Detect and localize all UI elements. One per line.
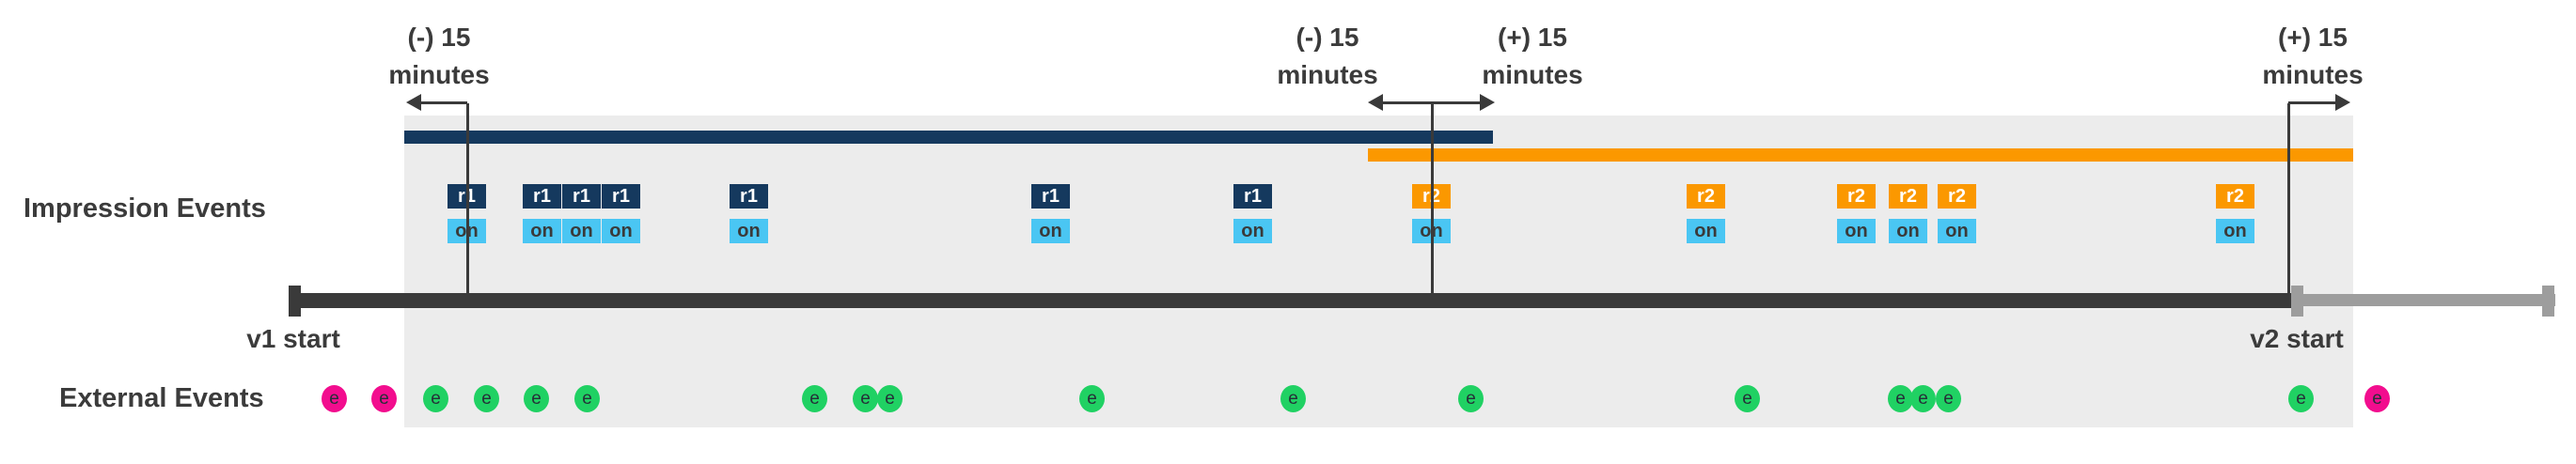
offset-arrow-line [419, 101, 467, 104]
external-event-dot-green: e [1079, 385, 1105, 412]
impression-box-r2: r2 [1889, 184, 1927, 209]
offset-unit-text: minutes [1482, 60, 1583, 89]
impression-on-box: on [730, 219, 768, 243]
impression-on-box: on [1031, 219, 1070, 243]
v2-start-label: v2 start [2250, 324, 2344, 353]
impression-box-r1: r1 [730, 184, 768, 209]
external-event-dot-green: e [853, 385, 878, 412]
impression-on-box: on [523, 219, 561, 243]
offset-unit-text: minutes [2262, 60, 2364, 89]
impression-box-r2: r2 [1687, 184, 1725, 209]
offset-sign-text: (+) 15 [2278, 23, 2348, 52]
impression-box-r1: r1 [602, 184, 640, 209]
offset-guide-line [2287, 103, 2290, 294]
v1-start-label: v1 start [246, 324, 340, 353]
offset-arrow-line [1381, 101, 1482, 104]
impression-on-box: on [1889, 219, 1927, 243]
external-event-dot-green: e [1910, 385, 1936, 412]
analysis-window-panel [404, 116, 2353, 427]
external-event-dot-green: e [1735, 385, 1760, 412]
arrowhead-left-icon [406, 94, 421, 111]
external-event-dot-green: e [1936, 385, 1961, 412]
r2-active-window-bar [1368, 148, 2353, 162]
impression-box-r1: r1 [562, 184, 601, 209]
external-event-dot-pink: e [2364, 385, 2390, 412]
offset-label-plus15-right: (+) 15 minutes [2200, 19, 2426, 94]
external-event-dot-pink: e [322, 385, 347, 412]
impression-on-box: on [1938, 219, 1976, 243]
timeline-v2-segment [2291, 294, 2555, 306]
external-event-dot-green: e [1458, 385, 1484, 412]
offset-label-plus15-mid: (+) 15 minutes [1420, 19, 1645, 94]
timeline-end-tick [2542, 286, 2554, 317]
offset-unit-text: minutes [1277, 60, 1378, 89]
r1-active-window-bar [404, 131, 1493, 144]
impression-box-r2: r2 [1938, 184, 1976, 209]
external-event-dot-green: e [423, 385, 448, 412]
impression-on-box: on [2216, 219, 2254, 243]
arrowhead-right-icon [2335, 94, 2350, 111]
offset-label-minus15-mid: (-) 15 minutes [1215, 19, 1440, 94]
impression-box-r2: r2 [2216, 184, 2254, 209]
impression-on-box: on [602, 219, 640, 243]
offset-unit-text: minutes [388, 60, 490, 89]
external-events-row-label: External Events [59, 383, 264, 413]
arrowhead-right-icon [1480, 94, 1495, 111]
impression-on-box: on [1687, 219, 1725, 243]
impression-on-box: on [1233, 219, 1272, 243]
arrowhead-left-icon [1368, 94, 1383, 111]
offset-arrow-line [2288, 101, 2337, 104]
timeline-v1-start-tick [289, 286, 301, 317]
timeline-v1-segment [289, 293, 2291, 308]
impression-box-r2: r2 [1837, 184, 1876, 209]
impression-box-r1: r1 [523, 184, 561, 209]
offset-sign-text: (+) 15 [1498, 23, 1567, 52]
external-event-dot-green: e [524, 385, 549, 412]
timeline-v2-start-tick [2291, 286, 2303, 317]
external-event-dot-green: e [574, 385, 600, 412]
offset-sign-text: (-) 15 [407, 23, 471, 52]
offset-guide-line [1431, 103, 1434, 294]
external-event-dot-green: e [1888, 385, 1913, 412]
external-event-dot-pink: e [371, 385, 397, 412]
impression-on-box: on [562, 219, 601, 243]
offset-guide-line [466, 103, 469, 294]
external-event-dot-green: e [877, 385, 903, 412]
impression-box-r1: r1 [1233, 184, 1272, 209]
offset-sign-text: (-) 15 [1296, 23, 1359, 52]
impression-events-row-label: Impression Events [24, 193, 266, 224]
external-event-dot-green: e [802, 385, 827, 412]
external-event-dot-green: e [474, 385, 499, 412]
external-event-dot-green: e [1280, 385, 1306, 412]
external-event-dot-green: e [2288, 385, 2314, 412]
offset-label-minus15-left: (-) 15 minutes [326, 19, 552, 94]
impression-box-r1: r1 [1031, 184, 1070, 209]
impression-on-box: on [1837, 219, 1876, 243]
